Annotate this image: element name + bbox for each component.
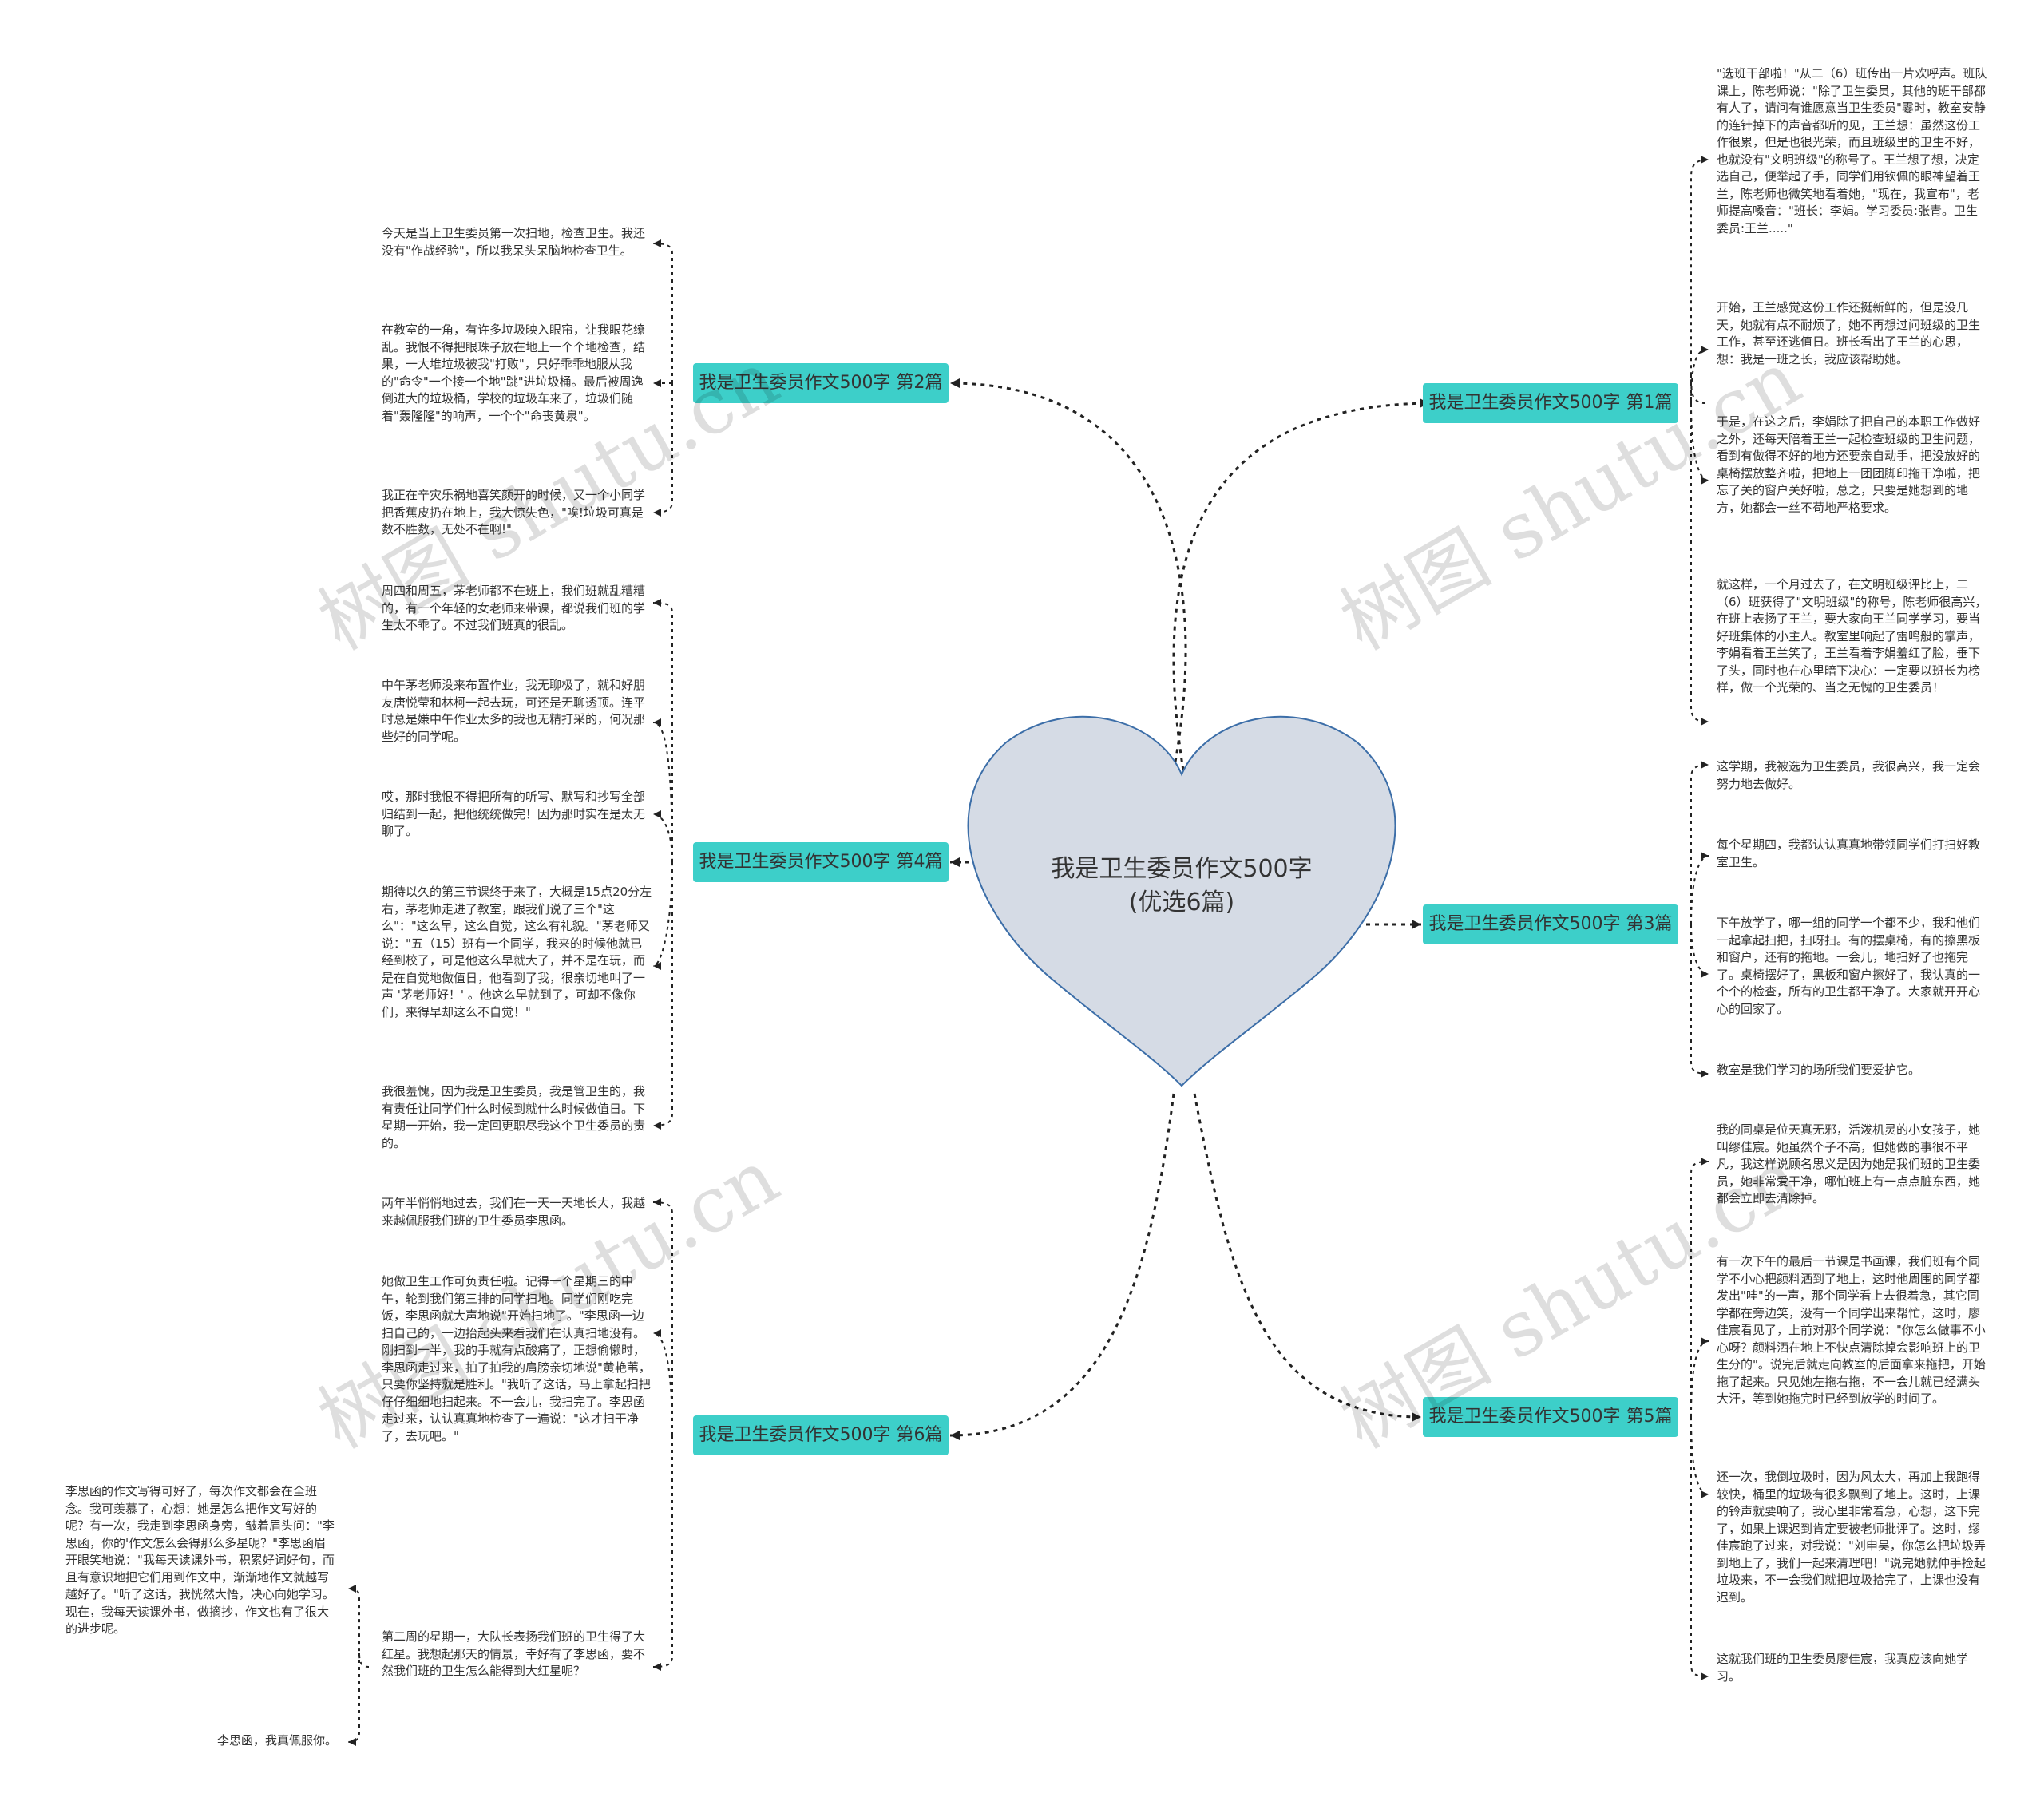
link-topic-2 xyxy=(949,382,1187,771)
topic-6-item-1: 两年半悄悄地过去，我们在一天一天地长大，我越来越佩服我们班的卫生委员李思函。 xyxy=(382,1196,646,1228)
topic-2[interactable]: 我是卫生委员作文500字 第2篇 xyxy=(693,363,949,403)
topic-6-item-2: 她做卫生工作可负责任啦。记得一个星期三的中午，轮到我们第三排的同学扫地。同学们刚… xyxy=(382,1274,651,1443)
central-topic-title: 我是卫生委员作文500字(优选6篇) xyxy=(1051,855,1313,916)
topic-1-item-1: "选班干部啦！"从二（6）班传出一片欢呼声。班队课上，陈老师说："除了卫生委员，… xyxy=(1717,66,1987,236)
topic-6-subitem-1: 李思函的作文写得可好了，每次作文都会在全班念。我可羡慕了，心想：她是怎么把作文写… xyxy=(65,1484,335,1636)
topic-3[interactable]: 我是卫生委员作文500字 第3篇 xyxy=(1423,904,1678,944)
topic-3-item-2: 每个星期四，我都认认真真地带领同学们打扫好教室卫生。 xyxy=(1717,837,1981,869)
topic-1[interactable]: 我是卫生委员作文500字 第1篇 xyxy=(1423,383,1678,423)
link-topic-5 xyxy=(1193,1093,1422,1419)
topic-4[interactable]: 我是卫生委员作文500字 第4篇 xyxy=(693,842,949,882)
topic-4-item-4: 期待以久的第三节课终于来了，大概是15点20分左右，茅老师走进了教室，跟我们说了… xyxy=(382,885,652,1019)
topic-1-item-4: 就这样，一个月过去了，在文明班级评比上，二（6）班获得了"文明班级"的称号，陈老… xyxy=(1717,577,1987,695)
topic-4-item-3: 哎，那时我恨不得把所有的听写、默写和抄写全部归结到一起，把他统统做完！因为那时实… xyxy=(382,790,646,838)
topic-6-item-3: 第二周的星期一，大队长表扬我们班的卫生得了大红星。我想起那天的情景，幸好有了李思… xyxy=(382,1629,646,1678)
topic-5-item-3: 还一次，我倒垃圾时，因为风太大，再加上我跑得较快，桶里的垃圾有很多飘到了地上。这… xyxy=(1717,1470,1986,1605)
topic-2-item-3: 我正在辛灾乐祸地喜笑颜开的时候，又一个小同学把香蕉皮扔在地上，我大惊失色，"唉!… xyxy=(382,488,646,536)
topic-5-item-2: 有一次下午的最后一节课是书画课，我们班有个同学不小心把颜料洒到了地上，这时他周围… xyxy=(1717,1254,1986,1406)
topic-1-item-2: 开始，王兰感觉这份工作还挺新鲜的，但是没几天，她就有点不耐烦了，她不再想过问班级… xyxy=(1717,300,1981,366)
topic-6[interactable]: 我是卫生委员作文500字 第6篇 xyxy=(693,1415,949,1455)
heart-shape xyxy=(967,715,1396,1087)
topic-5-item-1: 我的同桌是位天真无邪，活泼机灵的小女孩子，她叫缪佳宸。她虽然个子不高，但她做的事… xyxy=(1717,1122,1981,1205)
topic-3-item-4: 教室是我们学习的场所我们要爱护它。 xyxy=(1717,1063,1921,1077)
topic-2-item-1: 今天是当上卫生委员第一次扫地，检查卫生。我还没有"作战经验"，所以我呆头呆脑地检… xyxy=(382,226,646,258)
topic-6-subitem-2: 李思函，我真佩服你。 xyxy=(216,1733,337,1748)
topic-1-item-3: 于是，在这之后，李娟除了把自己的本职工作做好之外，还每天陪着王兰一起检查班级的卫… xyxy=(1717,414,1981,515)
central-topic[interactable]: 我是卫生委员作文500字(优选6篇) xyxy=(958,703,1405,1102)
topic-4-item-2: 中午茅老师没来布置作业，我无聊极了，就和好朋友唐悦莹和林柯一起去玩，可还是无聊透… xyxy=(382,678,646,744)
topic-4-item-5: 我很羞愧，因为我是卫生委员，我是管卫生的，我有责任让同学们什么时候到就什么时候做… xyxy=(382,1084,646,1150)
topic-3-item-3: 下午放学了，哪一组的同学一个都不少，我和他们一起拿起扫把，扫呀扫。有的摆桌椅，有… xyxy=(1717,916,1981,1016)
topic-5-item-4: 这就我们班的卫生委员廖佳宸，我真应该向她学习。 xyxy=(1717,1652,1969,1684)
link-topic-6 xyxy=(949,1093,1175,1437)
topic-5[interactable]: 我是卫生委员作文500字 第5篇 xyxy=(1423,1397,1678,1437)
topic-2-item-2: 在教室的一角，有许多垃圾映入眼帘，让我眼花缭乱。我恨不得把眼珠子放在地上一个个地… xyxy=(382,323,646,423)
topic-4-item-1: 周四和周五，茅老师都不在班上，我们班就乱糟糟的，有一个年轻的女老师来带课，都说我… xyxy=(382,584,646,632)
topic-3-item-1: 这学期，我被选为卫生委员，我很高兴，我一定会努力地去做好。 xyxy=(1717,759,1981,791)
